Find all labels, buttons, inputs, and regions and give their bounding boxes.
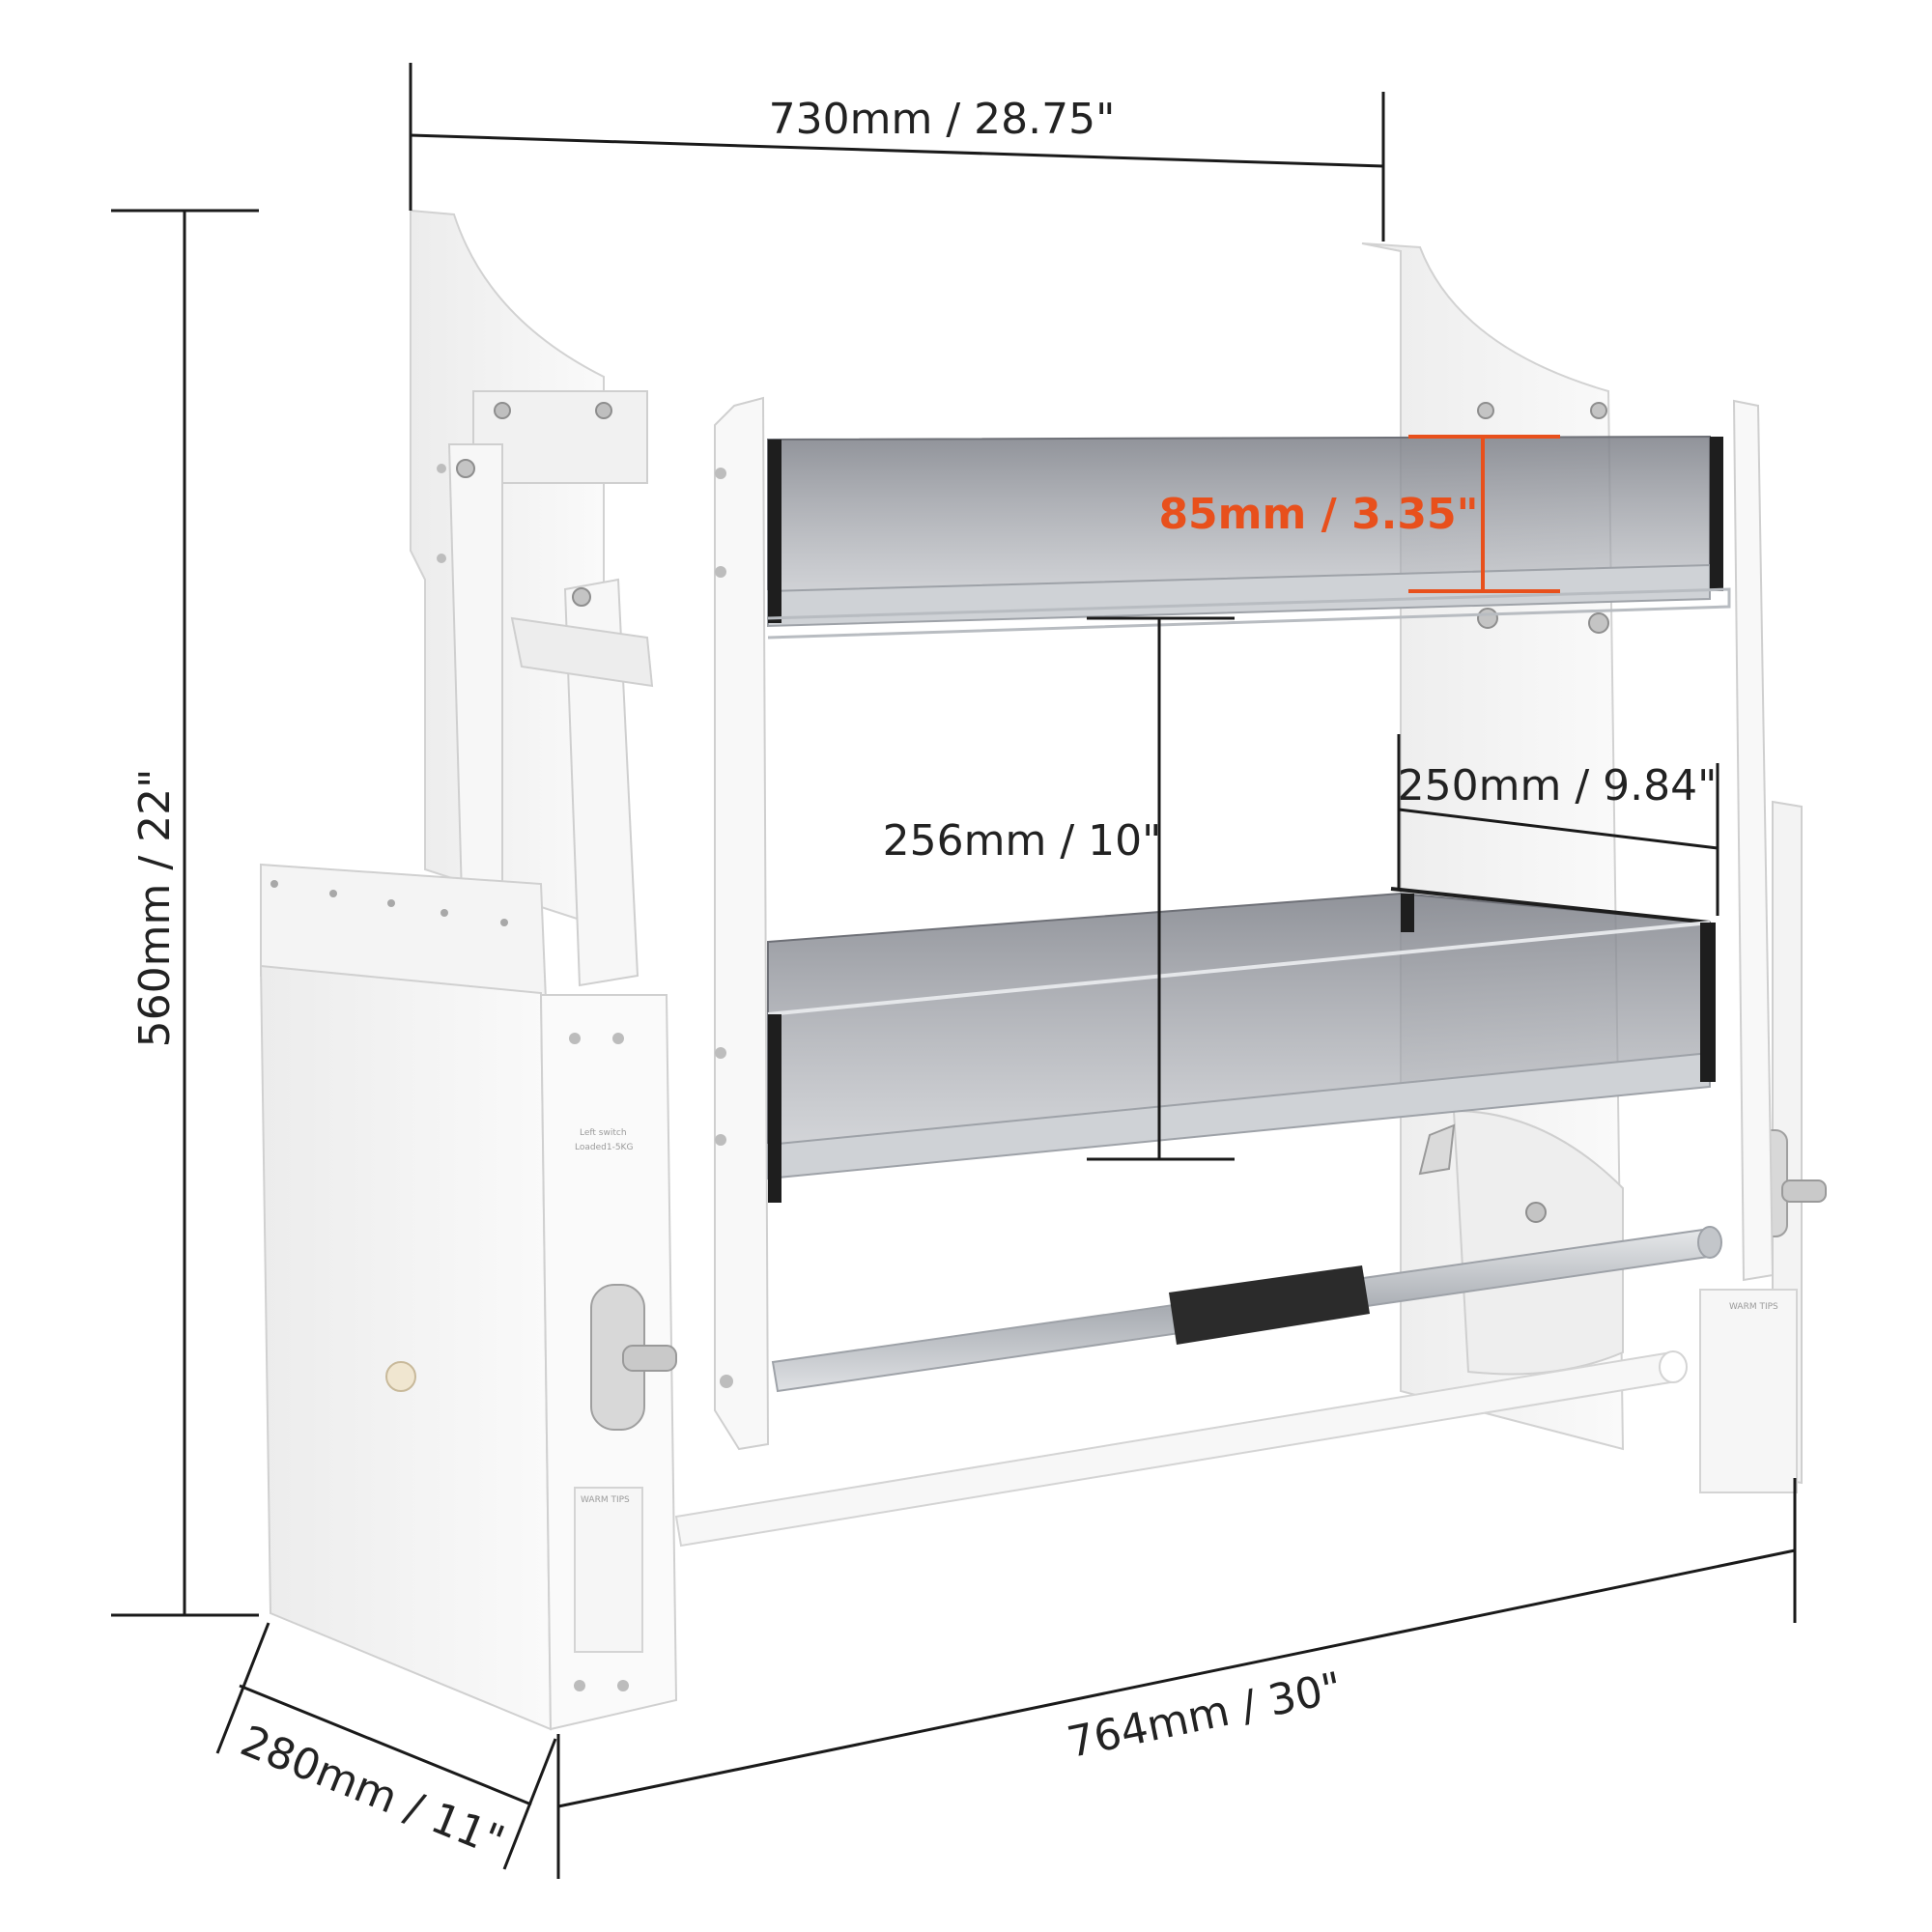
switch-label-line1: Left switch [580,1128,627,1138]
left-hinge-bracket [437,390,654,987]
pull-handle[interactable] [771,1226,1722,1393]
right-warm-tips-label: WARM TIPS [1729,1302,1778,1312]
switch-label-line2: Loaded1-5KG [575,1143,633,1152]
lower-basket [767,887,1716,1203]
product-illustration: WARM TIPS [259,209,1827,1731]
front-right-frame [1732,399,1775,1282]
bottom-width-label: 764mm / 30" [1064,1663,1347,1768]
left-warm-tips-label: WARM TIPS [581,1495,630,1505]
basket-depth-label: 250mm / 9.84" [1398,761,1718,810]
indicator-light-icon [385,1361,416,1392]
basket-height-label: 85mm / 3.35" [1158,490,1478,539]
front-left-frame [714,396,770,1451]
handle-grip[interactable] [1169,1265,1370,1345]
right-hinge-bracket [1418,1109,1624,1376]
top-width-label: 730mm / 28.75" [769,95,1116,144]
upper-basket [767,435,1731,639]
shelf-spacing-label: 256mm / 10" [883,816,1162,866]
left-spring-housing: Left switch Loaded1-5KG WARM TIPS [259,863,678,1731]
left-lock-knob[interactable] [590,1284,677,1431]
height-label: 560mm / 22" [130,769,180,1048]
